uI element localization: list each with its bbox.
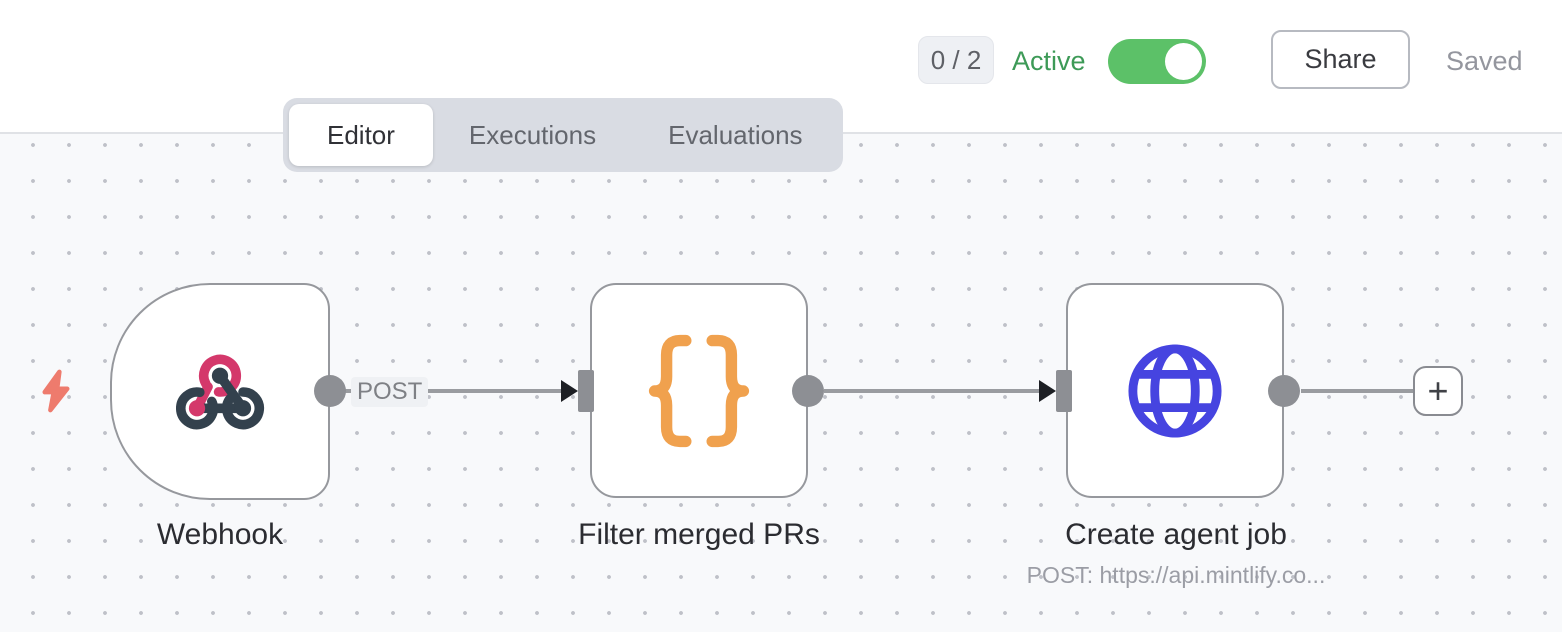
output-port[interactable] [792,375,824,407]
active-label: Active [1012,46,1086,76]
output-port[interactable] [314,375,346,407]
active-toggle[interactable] [1108,39,1206,84]
connection-webhook-filter[interactable] [344,389,568,393]
tab-editor[interactable]: Editor [289,104,433,166]
arrowhead-icon [561,380,578,402]
arrowhead-icon [1039,380,1056,402]
node-filter-merged-prs[interactable] [590,283,808,498]
lightning-bolt-icon [42,369,70,413]
node-subtitle: POST: https://api.mintlify.co... [1026,562,1326,588]
node-title: Create agent job [1065,518,1287,551]
output-port[interactable] [1268,375,1300,407]
share-button[interactable]: Share [1271,30,1410,89]
node-title: Webhook [156,518,284,551]
node-webhook[interactable] [110,283,330,500]
webhook-icon [176,354,265,429]
connection-filter-http[interactable] [824,389,1039,393]
input-port[interactable] [578,370,594,412]
connection-http-add[interactable] [1301,389,1415,393]
node-create-agent-job[interactable] [1066,283,1284,498]
add-node-button[interactable]: + [1413,366,1463,416]
tab-executions[interactable]: Executions [468,120,597,150]
tab-evaluations[interactable]: Evaluations [668,120,803,150]
braces-icon [648,334,750,447]
input-port[interactable] [1056,370,1072,412]
webhook-method-label: POST [351,377,429,407]
node-title: Filter merged PRs [578,518,820,551]
globe-icon [1128,343,1222,438]
saved-status: Saved [1446,46,1523,76]
toggle-knob [1165,43,1202,80]
issues-badge[interactable]: 0 / 2 [918,36,994,84]
plus-icon: + [1427,370,1449,411]
view-tabs: Editor Executions Evaluations [283,98,843,172]
